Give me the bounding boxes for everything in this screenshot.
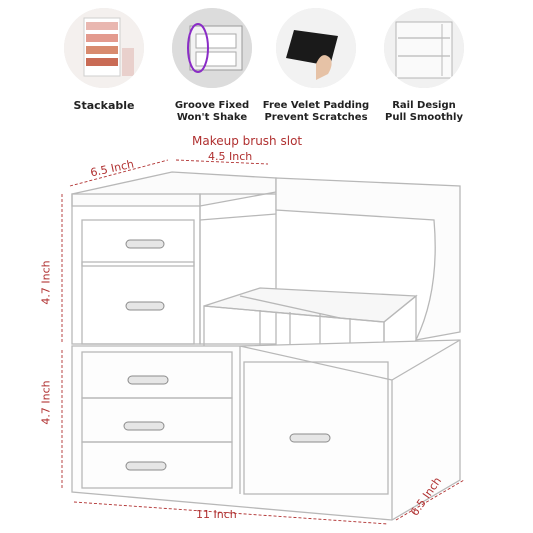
top-height-dimension: 4.7 Inch xyxy=(39,260,53,305)
feature-label-line2: Pull Smoothly xyxy=(385,112,463,123)
bottom-height-dimension: 4.7 Inch xyxy=(39,380,53,425)
feature-label-line1: Groove Fixed xyxy=(174,100,250,111)
bottom-width-dimension: 11 Inch xyxy=(196,508,237,521)
feature-label-line1: Free Velet Padding xyxy=(262,100,370,111)
feature-label-line1: Rail Design xyxy=(392,100,456,111)
top-width-dimension: 4.5 Inch xyxy=(208,150,253,163)
feature-padding: Free Velet Padding Prevent Scratches xyxy=(256,8,376,124)
brush-slot-annotation: Makeup brush slot xyxy=(192,134,303,148)
feature-stackable: Stackable xyxy=(44,8,164,112)
groove-photo xyxy=(172,8,252,88)
feature-rail: Rail Design Pull Smoothly xyxy=(364,8,484,124)
rail-photo xyxy=(384,8,464,88)
feature-groove: Groove Fixed Won't Shake xyxy=(152,8,272,124)
feature-label-line2: Prevent Scratches xyxy=(264,112,368,123)
padding-photo xyxy=(276,8,356,88)
feature-label: Stackable xyxy=(73,99,135,112)
stacked-organizer-photo xyxy=(64,8,144,88)
feature-label-line2: Won't Shake xyxy=(176,112,248,123)
